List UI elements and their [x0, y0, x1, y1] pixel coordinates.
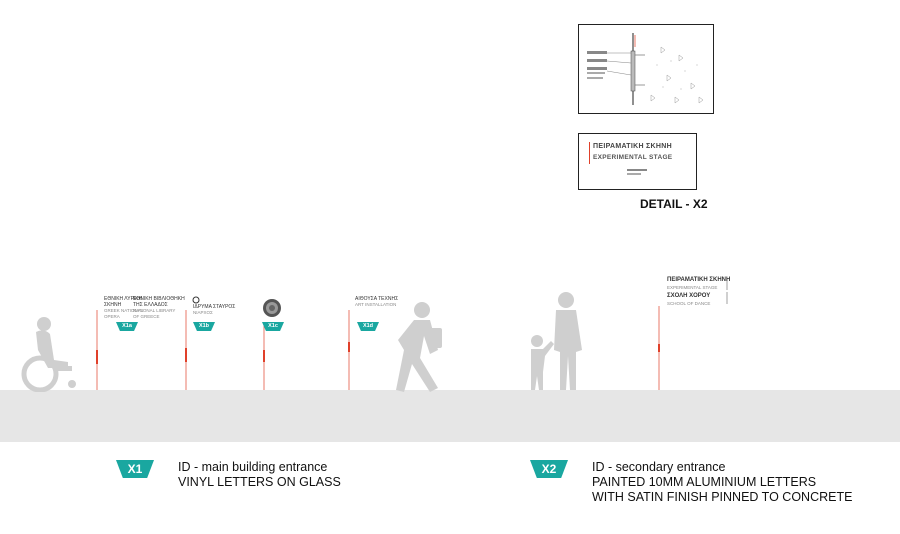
detail-section-frame	[578, 24, 714, 114]
detail-title: DETAIL - X2	[640, 197, 708, 211]
wheelchair-person-silhouette	[21, 317, 76, 392]
tag-x1a: X1a	[116, 322, 138, 331]
adult-with-child-silhouette	[531, 292, 582, 390]
legend-badge-x2: X2	[530, 460, 568, 478]
sign-x1a-col2: ΕΘΝΙΚΗ ΒΙΒΛΙΟΘΗΚΗ ΤΗΣ ΕΛΛΑΔΟΣ NATIONAL L…	[133, 296, 185, 319]
sign-x2: ΠΕΙΡΑΜΑΤΙΚΗ ΣΚΗΝΗ EXPERIMENTAL STAGE ΣΧΟ…	[667, 277, 731, 306]
tag-x1b: X1b	[193, 322, 215, 331]
detail-sign-frame: ΠΕΙΡΑΜΑΤΙΚΗ ΣΚΗΝΗ EXPERIMENTAL STAGE	[578, 133, 697, 190]
sign-x1a-col1: ΕΘΝΙΚΗ ΛΥΡΙΚΗ ΣΚΗΝΗ GREEK NATIONAL OPERA	[104, 296, 144, 319]
detail-section-drawing	[587, 33, 704, 105]
sign-x1d: ΑΙΘΟΥΣΑ ΤΕΧΝΗΣ ART INSTALLATION	[355, 296, 399, 307]
detail-sign-line2: EXPERIMENTAL STAGE	[593, 154, 673, 161]
legend-x2-text: ID - secondary entrance PAINTED 10MM ALU…	[592, 460, 853, 504]
legend-x1-text: ID - main building entrance VINYL LETTER…	[178, 460, 341, 489]
detail-red-mark	[589, 142, 592, 164]
tag-x1c: X1c	[262, 322, 284, 331]
legend-badge-x1: X1	[116, 460, 154, 478]
detail-sign-line1: ΠΕΙΡΑΜΑΤΙΚΗ ΣΚΗΝΗ	[593, 143, 672, 150]
sign-x1b: ΙΔΡΥΜΑ ΣΤΑΥΡΟΣ ΝΙΑΡΧΟΣ	[193, 304, 236, 315]
elevation-drawing	[21, 278, 728, 392]
detail-note	[627, 173, 641, 175]
detail-note	[627, 169, 647, 171]
ground-plane	[0, 390, 900, 442]
tag-x1d: X1d	[357, 322, 379, 331]
walking-person-silhouette	[396, 302, 442, 392]
foundation-logo-icon	[192, 296, 200, 304]
